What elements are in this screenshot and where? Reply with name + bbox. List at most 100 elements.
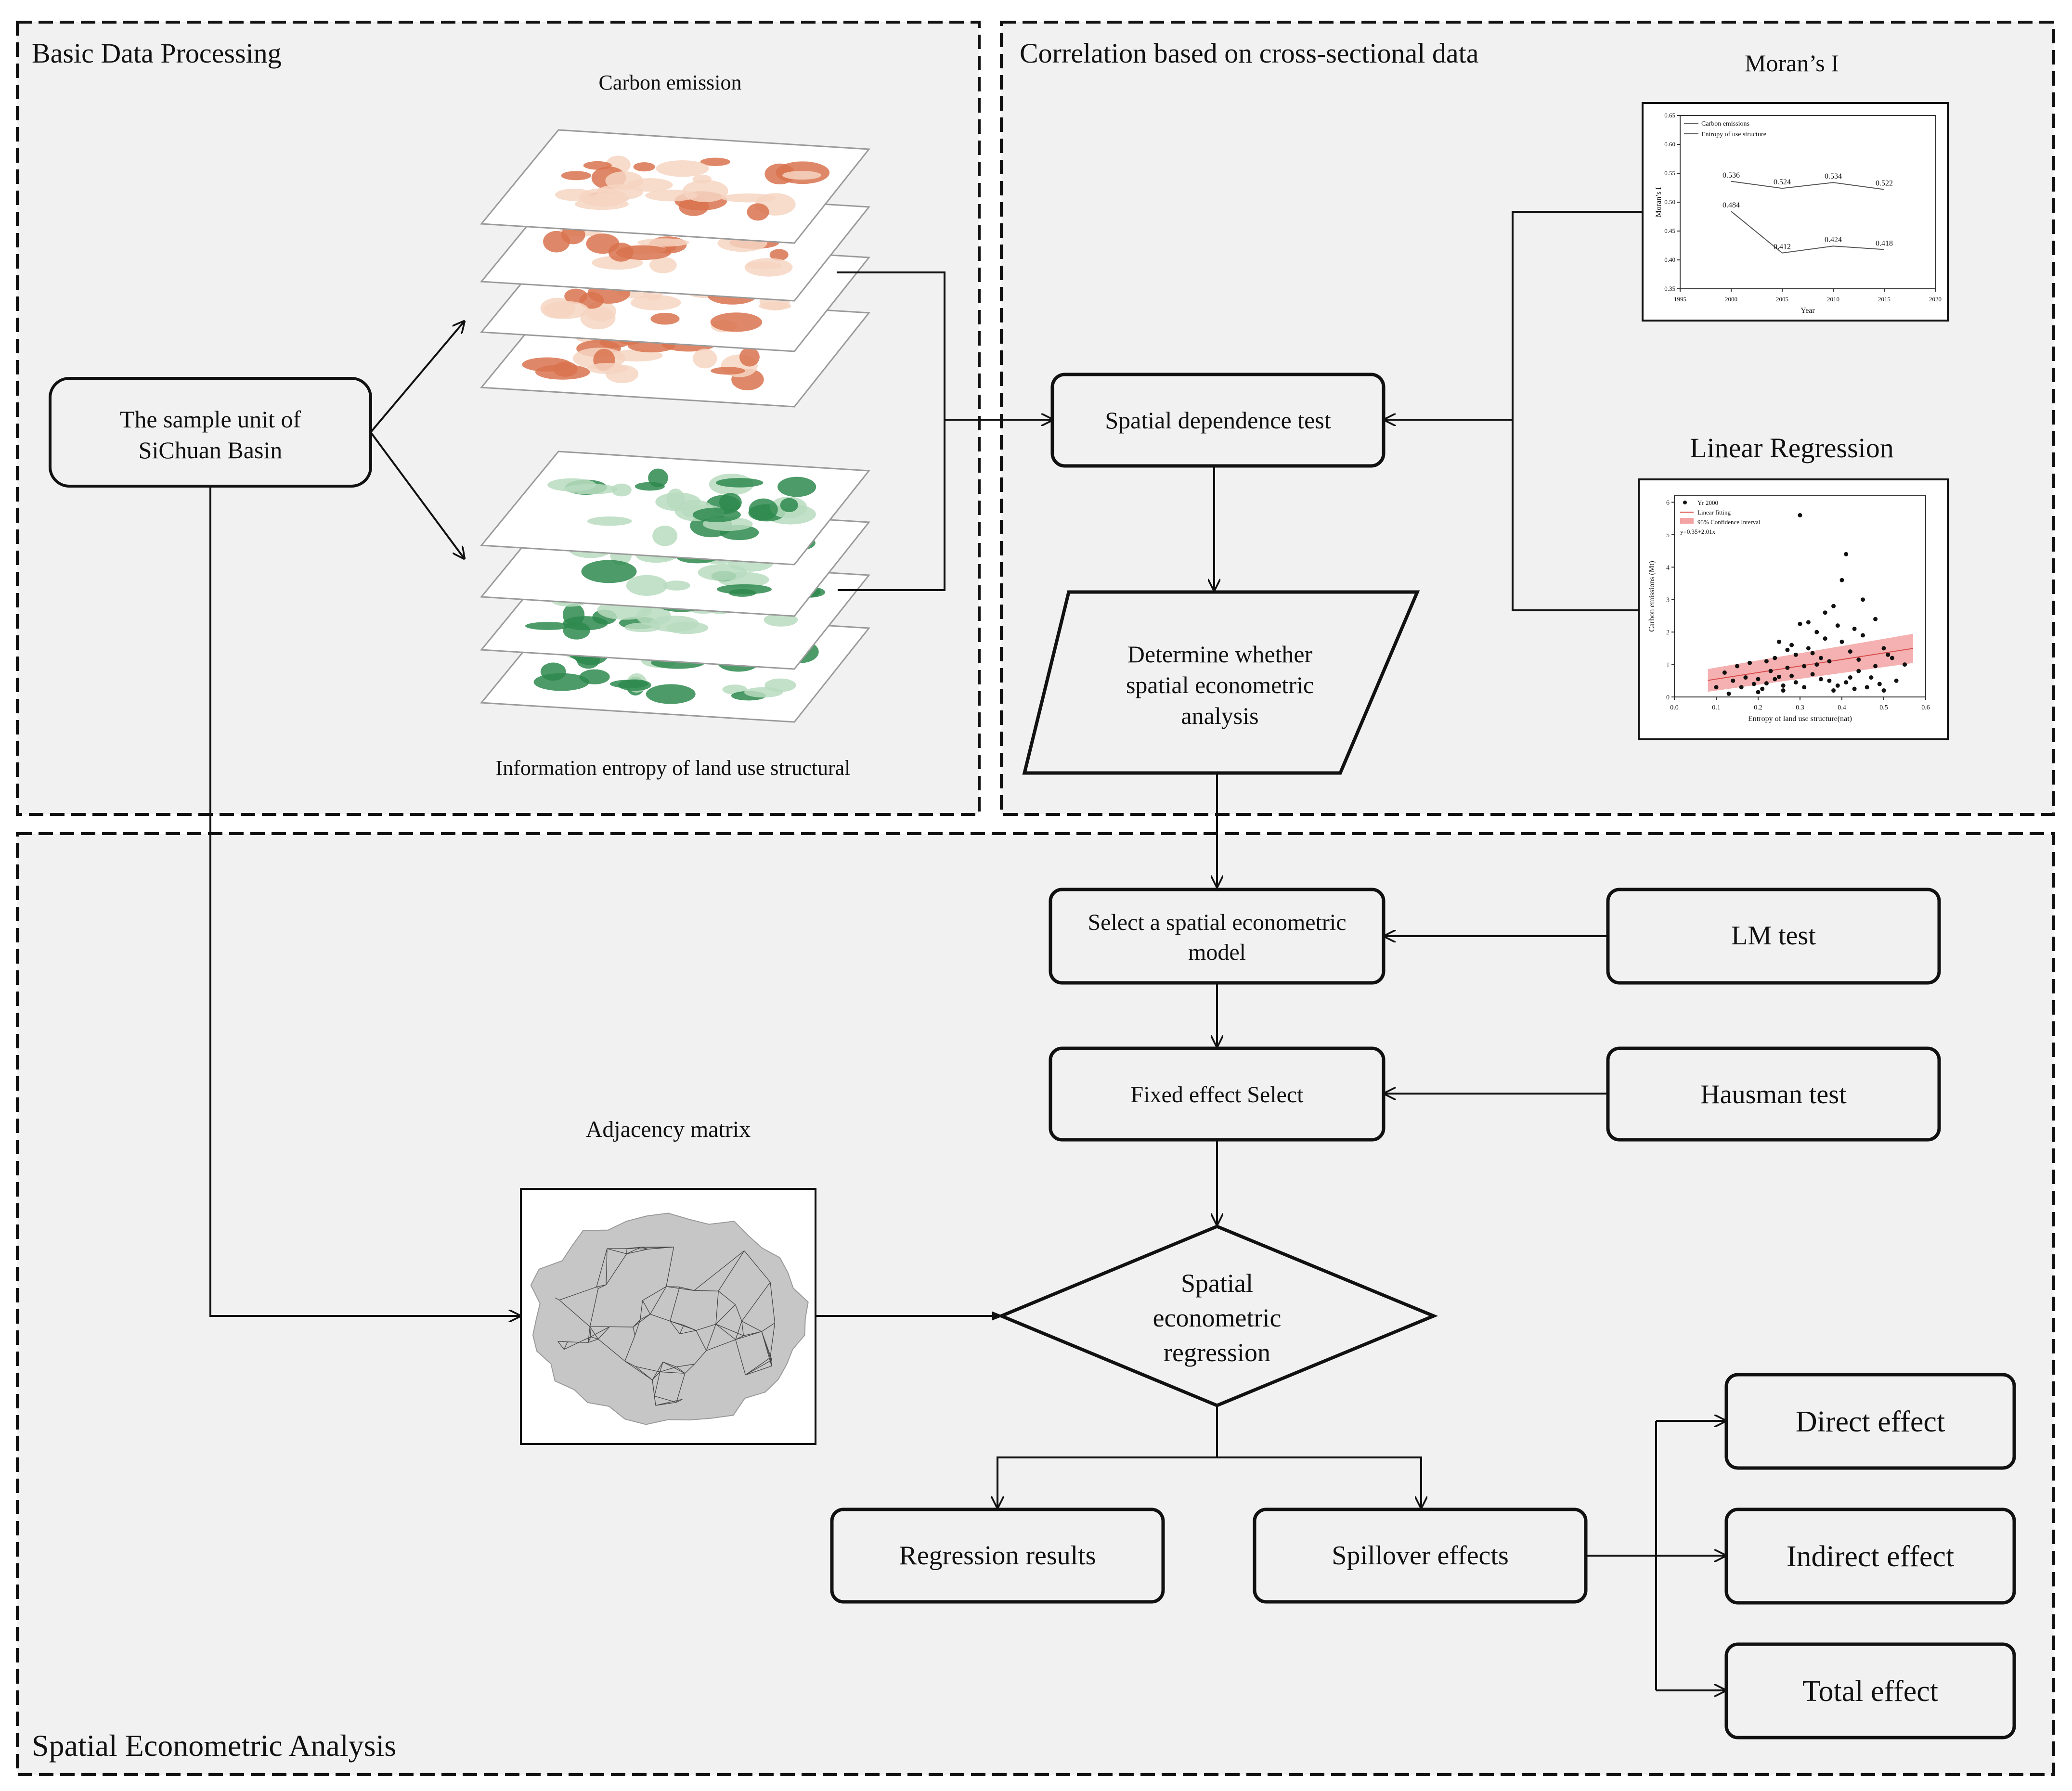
adjacency-edge <box>589 1327 599 1340</box>
carbon-map-layer <box>479 129 870 244</box>
connector-sample-to-adjacency <box>209 486 520 1316</box>
landuse-map-region <box>715 478 764 488</box>
adjacency-edge <box>761 1331 771 1358</box>
moran-y-axis-label: Moran’s I <box>1655 187 1663 218</box>
adjacency-edge <box>624 1335 635 1362</box>
scatter-y-tick-label: 4 <box>1666 564 1670 571</box>
carbon-map-region <box>633 162 655 172</box>
adjacency-edge <box>598 1327 610 1340</box>
scatter-point <box>1852 626 1857 631</box>
adjacency-edge <box>735 1340 746 1375</box>
direct-effect-label: Direct effect <box>1796 1405 1945 1438</box>
moran-legend-entry: Entropy of use structure <box>1701 131 1766 138</box>
scatter-point <box>1831 604 1836 608</box>
scatter-point <box>1827 678 1832 683</box>
select-model-label-line1: Select a spatial econometric <box>1088 910 1346 935</box>
adjacency-edge <box>590 1326 610 1337</box>
adjacency-network-map <box>530 1212 809 1425</box>
carbon-map-region <box>682 180 728 202</box>
landuse-map-region <box>611 483 632 497</box>
linear-regression-title: Linear Regression <box>1690 432 1894 464</box>
adjacency-edge <box>642 1286 667 1301</box>
carbon-map-region <box>579 188 627 207</box>
scatter-point <box>1852 686 1857 691</box>
indirect-effect-box <box>1724 1508 2016 1605</box>
adjacency-edge <box>641 1247 667 1248</box>
scatter-point <box>1802 685 1807 690</box>
adjacency-edge <box>588 1339 598 1343</box>
scatter-point <box>1793 652 1798 657</box>
carbon-emission-map-stack <box>479 129 870 408</box>
adjacency-edge <box>557 1341 565 1350</box>
landuse-map-region <box>579 669 610 684</box>
scatter-point <box>1869 675 1874 680</box>
scatter-point <box>1903 662 1907 667</box>
adjacency-edge <box>642 1300 651 1314</box>
landuse-map-region <box>581 560 637 583</box>
carbon-map-region <box>710 312 763 332</box>
entropy-label: Information entropy of land use structur… <box>496 756 851 780</box>
scatter-point <box>1823 610 1827 615</box>
scatter-point <box>1781 688 1786 693</box>
determine-label-line1: Determine whether <box>1127 641 1313 668</box>
regression-label-line2: econometric <box>1153 1303 1282 1332</box>
regression-results-box <box>830 1508 1165 1604</box>
landuse-map-region <box>563 616 608 631</box>
adjacency-edge <box>652 1379 656 1406</box>
scatter-point <box>1844 680 1849 685</box>
scatter-point <box>1810 672 1815 677</box>
carbon-emission-label: Carbon emission <box>599 71 742 94</box>
scatter-point <box>1789 673 1794 678</box>
scatter-x-tick-label: 0.0 <box>1670 704 1679 711</box>
adjacency-edge <box>589 1327 591 1337</box>
adjacency-edge <box>741 1282 771 1322</box>
landuse-entropy-map-stack <box>479 451 870 723</box>
morans-i-title: Moran’s I <box>1745 50 1839 77</box>
scatter-point <box>1810 651 1815 656</box>
adjacency-edge <box>718 1250 745 1291</box>
adjacency-edge <box>654 1372 660 1396</box>
scatter-point <box>1785 665 1790 670</box>
scatter-x-tick-label: 0.5 <box>1879 704 1888 711</box>
landuse-map-region <box>655 492 701 511</box>
adjacency-edge <box>648 1247 667 1250</box>
landuse-map-region <box>652 526 678 546</box>
scatter-point <box>1798 513 1802 517</box>
scatter-point <box>1739 685 1744 690</box>
scatter-point <box>1785 647 1790 652</box>
scatter-point <box>1814 662 1819 667</box>
landuse-map-region <box>626 575 668 596</box>
moran-y-tick-label: 0.60 <box>1664 141 1675 148</box>
adjacency-edge <box>596 1284 607 1288</box>
scatter-point <box>1894 678 1899 683</box>
scatter-point <box>1877 682 1882 686</box>
carbon-map-region <box>782 170 822 180</box>
scatter-point <box>1764 681 1769 686</box>
adjacency-edge <box>559 1287 597 1301</box>
adjacency-edge <box>635 1366 653 1380</box>
adjacency-edge <box>676 1373 686 1403</box>
adjacency-edge <box>718 1290 736 1305</box>
carbon-map-region <box>637 238 689 247</box>
regression-label-line3: regression <box>1164 1338 1270 1367</box>
scatter-x-tick-label: 0.3 <box>1796 704 1804 711</box>
adjacency-edge <box>596 1287 599 1289</box>
moran-y-tick-label: 0.45 <box>1664 227 1675 234</box>
carbon-map-region <box>656 160 709 177</box>
scatter-y-tick-label: 6 <box>1666 499 1670 506</box>
scatter-point <box>1777 639 1781 644</box>
carbon-map-region <box>587 363 628 374</box>
regression-results-label: Regression results <box>899 1541 1096 1571</box>
landuse-map-region <box>547 478 596 491</box>
carbon-map-region <box>769 249 789 261</box>
panel-title-correlation: Correlation based on cross-sectional dat… <box>1020 38 1478 69</box>
adjacency-edge <box>626 1249 648 1254</box>
landuse-map-region <box>649 616 699 632</box>
spillover-effects-label: Spillover effects <box>1332 1541 1509 1571</box>
scatter-legend-band-swatch <box>1680 518 1694 524</box>
landuse-map-region <box>646 684 696 704</box>
carbon-map-region <box>630 295 681 310</box>
carbon-map-region <box>592 256 643 270</box>
